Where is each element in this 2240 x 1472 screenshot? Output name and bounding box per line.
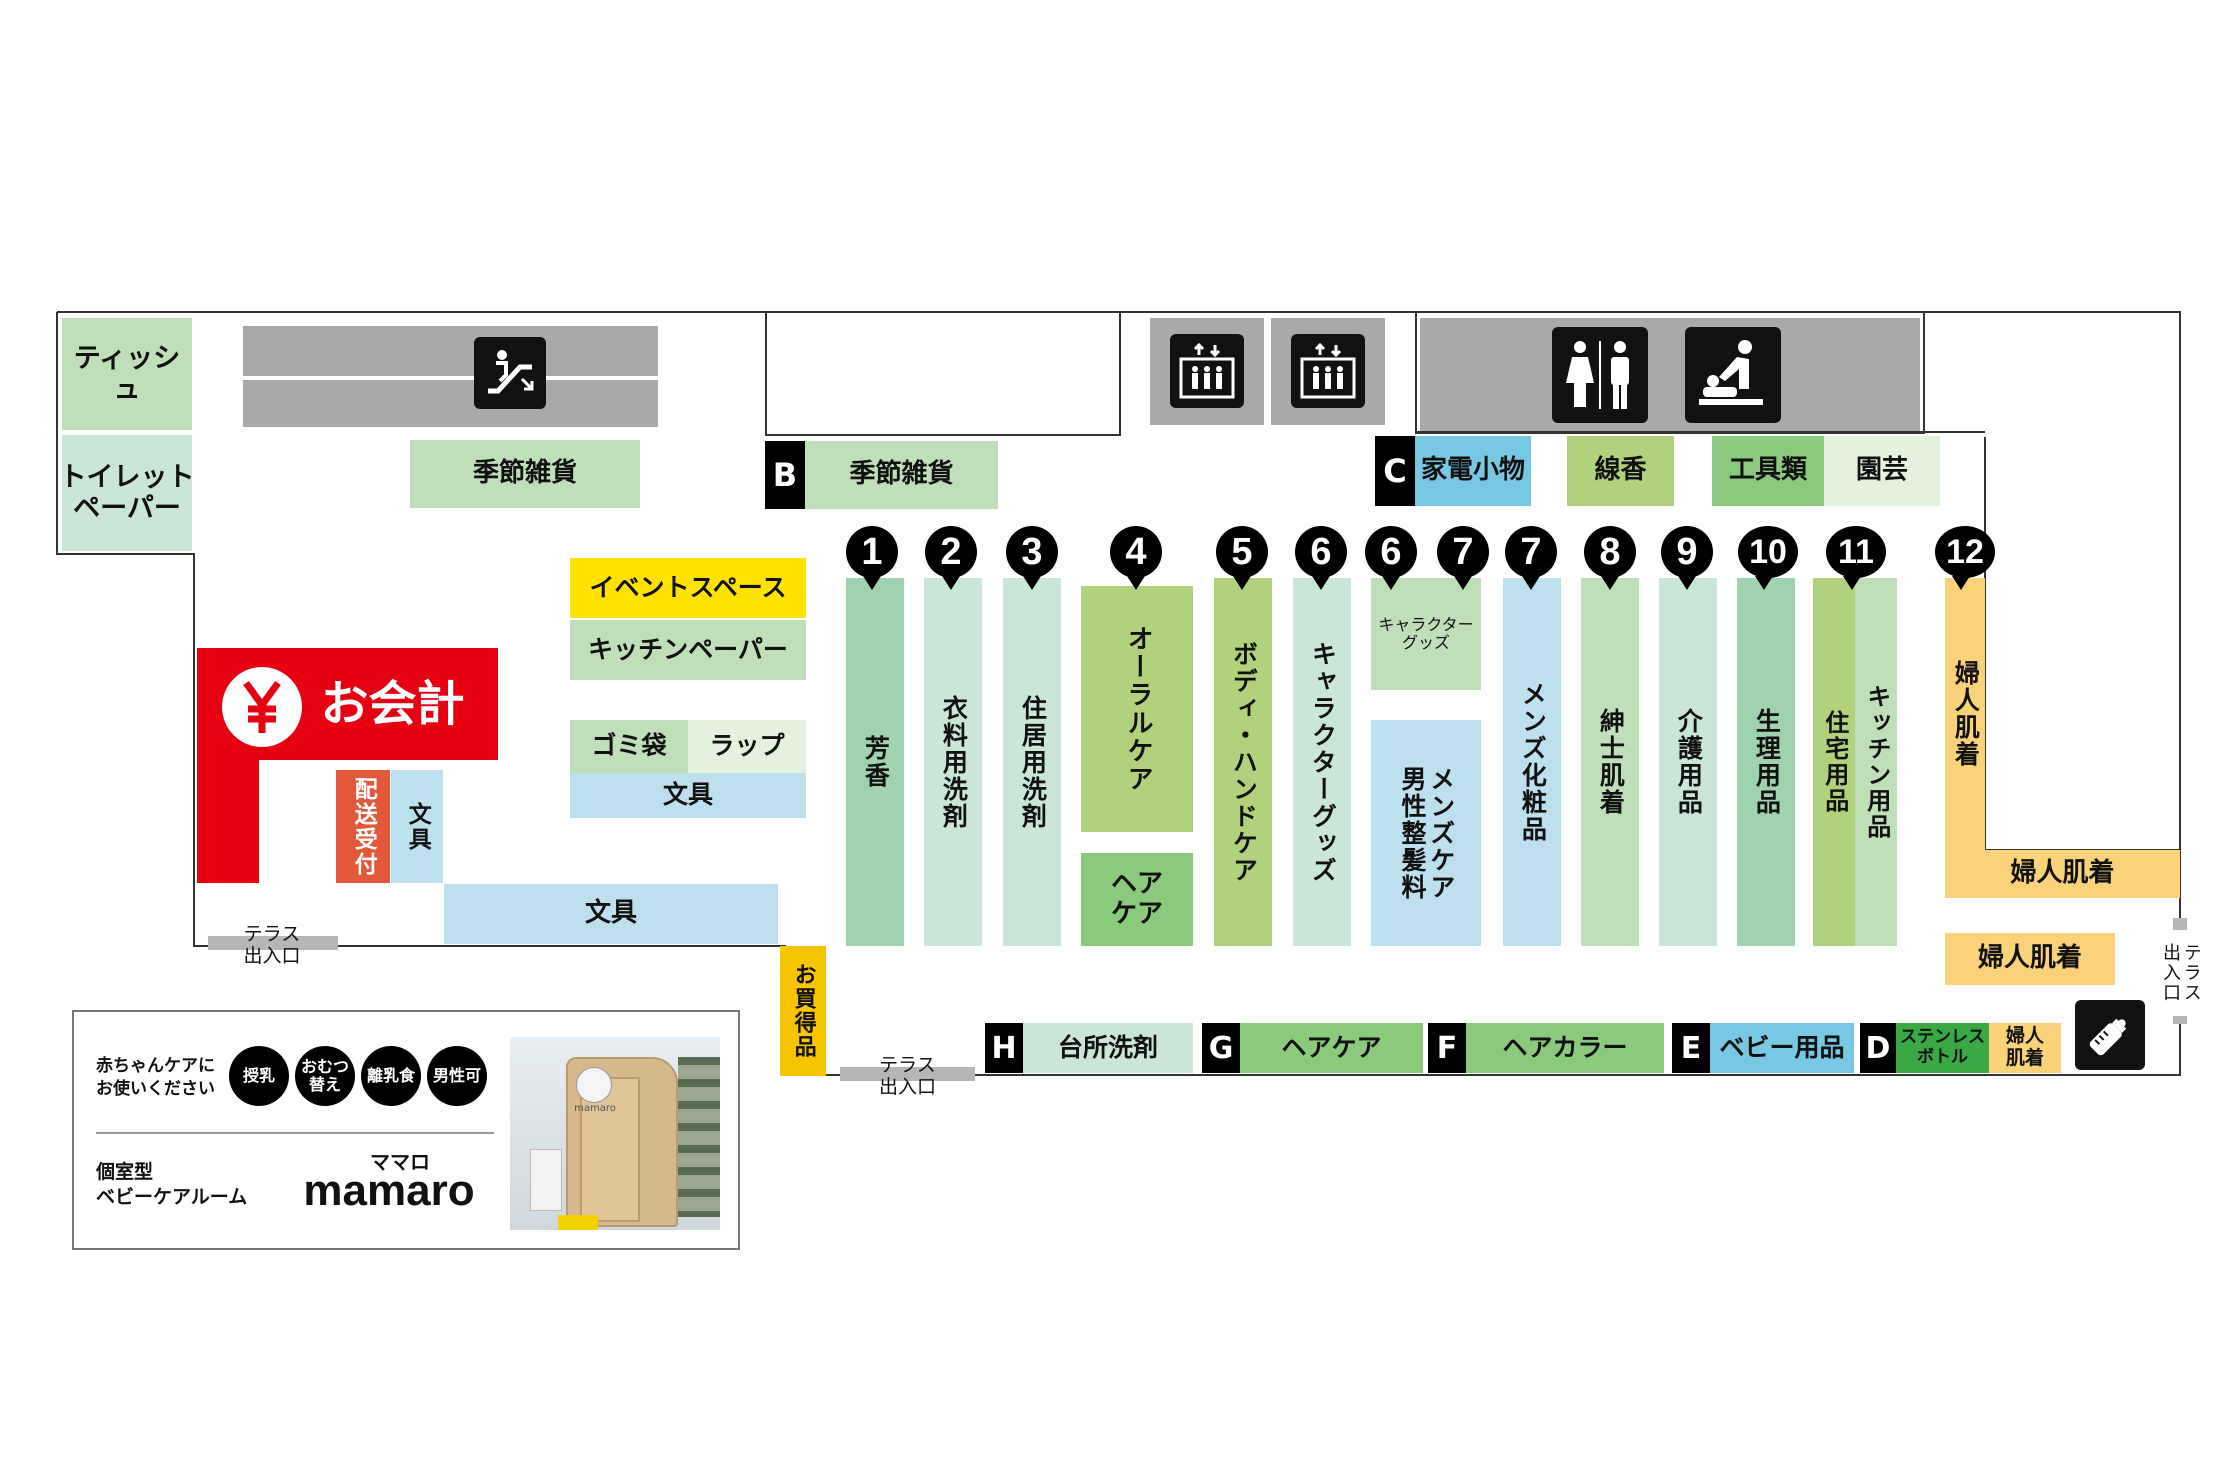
escalator-area-lower — [243, 380, 658, 427]
aisle-6-character-goods-top[interactable]: キャラクター グッズ — [1371, 578, 1481, 690]
aisle-number-5: 5 — [1216, 526, 1268, 590]
baby-bottle-icon — [2075, 1000, 2145, 1070]
womens-underwear-area-2[interactable]: 婦人肌着 — [1945, 850, 2180, 898]
zone-letter-f: F — [1428, 1023, 1466, 1073]
aisle-6-character-goods[interactable]: キャラクターグッズ — [1293, 578, 1351, 946]
stationery-area-1[interactable]: 文具 — [570, 773, 806, 818]
zone-letter-b: B — [765, 441, 805, 509]
small-appliances-area[interactable]: 家電小物 — [1415, 436, 1531, 506]
terrace-exit-left-bar — [208, 936, 338, 950]
elevator-icon — [1291, 334, 1365, 408]
zone-letter-h: H — [985, 1023, 1023, 1073]
yen-icon — [222, 667, 302, 747]
stationery-area-2[interactable]: 文具 — [391, 770, 443, 883]
zone-letter-e: E — [1672, 1023, 1710, 1073]
mamaro-photo: mamaro — [510, 1037, 720, 1230]
terrace-exit-bottom[interactable]: テラス 出入口 — [878, 1054, 936, 1098]
seasonal-goods-b[interactable]: 季節雑貨 — [805, 441, 998, 509]
restroom-area — [1420, 318, 1920, 431]
aisle-9-nursing-care[interactable]: 介護用品 — [1659, 578, 1717, 946]
aisle-3-household-cleaner[interactable]: 住居用洗剤 — [1003, 578, 1061, 946]
escalator-area — [243, 326, 658, 376]
photo-booth-logo-text: mamaro — [574, 1103, 616, 1114]
baby-changing-icon — [1685, 327, 1781, 423]
aisle-number-1: 1 — [846, 526, 898, 590]
terrace-exit-right[interactable]: テラス 出入口 — [2158, 930, 2202, 1016]
gardening-area[interactable]: 園芸 — [1824, 436, 1940, 506]
mamaro-room-type: 個室型 ベビーケアルーム — [96, 1161, 248, 1208]
photo-booth-logo — [576, 1067, 612, 1103]
hair-color-area[interactable]: ヘアカラー — [1466, 1023, 1664, 1073]
stainless-bottle-area[interactable]: ステンレス ボトル — [1896, 1023, 1989, 1073]
aisle-number-10: 10 — [1738, 526, 1798, 590]
womens-underwear-area-3[interactable]: 婦人肌着 — [1945, 933, 2115, 985]
zone-letter-d: D — [1860, 1023, 1896, 1073]
terrace-exit-bottom-bar — [840, 1067, 975, 1081]
aisle-number-7: 7 — [1437, 526, 1489, 590]
aisle-7-mens-care[interactable]: メンズケア 男性整髪料 — [1371, 720, 1481, 946]
checkout-label: お会計 — [320, 676, 465, 733]
aisle-4-hair-care[interactable]: ヘア ケア — [1081, 853, 1193, 946]
aisle-11-kitchen-goods[interactable]: キッチン用品 — [1855, 578, 1897, 946]
photo-sign — [530, 1149, 562, 1211]
aisle-number-6b: 6 — [1365, 526, 1417, 590]
mamaro-brand: mamaro — [303, 1166, 475, 1215]
aisle-number-4: 4 — [1110, 526, 1162, 590]
badge-men-ok: 男性可 — [427, 1046, 487, 1106]
mamaro-divider — [96, 1132, 494, 1134]
badge-baby-food: 離乳食 — [361, 1046, 421, 1106]
aisle-number-6: 6 — [1295, 526, 1347, 590]
storage-room — [765, 312, 1121, 436]
photo-floor-sign — [558, 1215, 598, 1230]
terrace-exit-left[interactable]: テラス 出入口 — [243, 923, 301, 967]
event-space[interactable]: イベントスペース — [570, 558, 806, 618]
aisle-7-mens-care-label: メンズケア 男性整髪料 — [1398, 765, 1456, 901]
elevator-icon — [1170, 334, 1244, 408]
aisle-number-12: 12 — [1935, 526, 1995, 590]
aisle-number-2: 2 — [925, 526, 977, 590]
badge-diaper-change: おむつ 替え — [295, 1046, 355, 1106]
kitchen-detergent-area[interactable]: 台所洗剤 — [1023, 1023, 1193, 1073]
incense-area[interactable]: 線香 — [1567, 436, 1674, 506]
aisle-12-womens-underwear[interactable]: 婦人肌着 — [1945, 578, 1985, 850]
aisle-10-sanitary[interactable]: 生理用品 — [1737, 578, 1795, 946]
baby-goods-area[interactable]: ベビー用品 — [1710, 1023, 1854, 1073]
aisle-1-fragrance[interactable]: 芳香 — [846, 578, 904, 946]
tissue-area[interactable]: ティッシュ — [62, 318, 192, 430]
toilet-paper-area[interactable]: トイレット ペーパー — [60, 435, 195, 551]
aisle-7-mens-cosmetics[interactable]: メンズ化粧品 — [1503, 578, 1561, 946]
aisle-number-8: 8 — [1584, 526, 1636, 590]
mamaro-care-text: 赤ちゃんケアに お使いください — [96, 1056, 215, 1099]
aisle-8-mens-underwear[interactable]: 紳士肌着 — [1581, 578, 1639, 946]
aisle-number-3: 3 — [1006, 526, 1058, 590]
aisle-2-laundry-detergent[interactable]: 衣料用洗剤 — [924, 578, 982, 946]
restroom-area-border — [1415, 312, 1925, 434]
mamaro-ruby: ママロ — [370, 1150, 430, 1174]
seasonal-goods-left[interactable]: 季節雑貨 — [410, 440, 640, 508]
aisle-4-oral-care[interactable]: オーラルケア — [1081, 586, 1193, 832]
zone-letter-g: G — [1202, 1023, 1240, 1073]
aisle-number-11: 11 — [1826, 526, 1886, 590]
checkout-area-lower — [197, 758, 259, 883]
delivery-counter[interactable]: 配送受付 — [336, 770, 390, 883]
hair-care-area[interactable]: ヘアケア — [1240, 1023, 1423, 1073]
womens-underwear-area-4[interactable]: 婦人 肌着 — [1989, 1023, 2061, 1073]
stationery-area-3[interactable]: 文具 — [444, 884, 778, 944]
photo-shelves — [678, 1057, 720, 1217]
aisle-number-7b: 7 — [1505, 526, 1557, 590]
wrap-area[interactable]: ラップ — [688, 720, 806, 773]
aisle-5-body-hand-care[interactable]: ボディ・ハンドケア — [1214, 578, 1272, 946]
bargain-area[interactable]: お買得品 — [780, 946, 826, 1076]
escalator-icon — [474, 337, 546, 409]
restroom-icon — [1552, 327, 1648, 423]
aisle-11-housing-goods[interactable]: 住宅用品 — [1813, 578, 1855, 946]
tools-area[interactable]: 工具類 — [1712, 436, 1824, 506]
aisle-number-9: 9 — [1661, 526, 1713, 590]
trash-bags-area[interactable]: ゴミ袋 — [570, 720, 688, 773]
zone-letter-c: C — [1375, 436, 1415, 506]
kitchen-paper-area[interactable]: キッチンペーパー — [570, 620, 806, 680]
badge-breastfeeding: 授乳 — [229, 1046, 289, 1106]
